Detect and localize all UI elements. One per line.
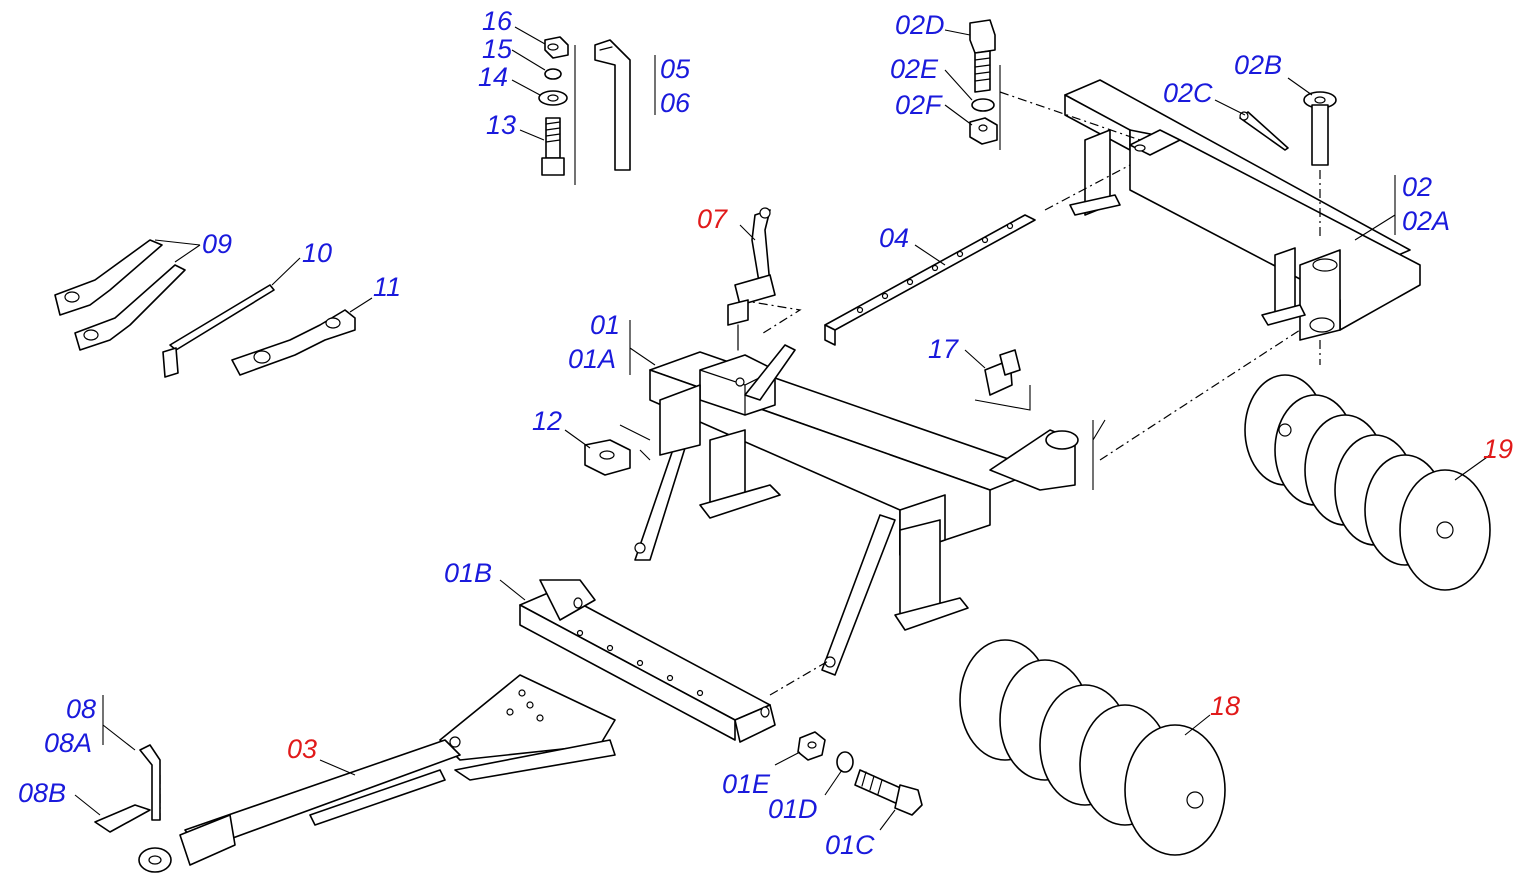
crank-10 [162, 284, 275, 378]
plate-11 [231, 309, 356, 376]
drawbar-01B [519, 579, 776, 743]
links-09 [54, 239, 186, 351]
washer-01D [836, 751, 854, 773]
label-08A: 08A [44, 728, 92, 758]
label-02C: 02C [1163, 78, 1213, 108]
label-04: 04 [879, 223, 909, 253]
bolt-01C [854, 769, 923, 816]
disc-gang-18 [959, 639, 1226, 856]
hardware-stack-13-16 [538, 36, 569, 176]
label-08B: 08B [18, 778, 66, 808]
drawbar-01B-holes [576, 629, 704, 697]
label-09: 09 [202, 229, 232, 259]
bolt-stack-02D-02F [969, 19, 998, 145]
label-16: 16 [482, 6, 513, 36]
label-18: 18 [1210, 691, 1240, 721]
label-13: 13 [486, 110, 516, 140]
label-07: 07 [697, 204, 728, 234]
label-11: 11 [373, 272, 401, 302]
label-01: 01 [590, 310, 620, 340]
label-06: 06 [660, 88, 691, 118]
tongue-03 [138, 674, 616, 873]
label-01D: 01D [768, 794, 818, 824]
label-03: 03 [287, 734, 317, 764]
clip-08B [94, 804, 151, 833]
label-14: 14 [478, 62, 508, 92]
label-19: 19 [1483, 434, 1513, 464]
label-01C: 01C [825, 830, 875, 860]
label-12: 12 [532, 406, 562, 436]
cotter-pin-02C [1239, 111, 1289, 151]
rear-frame-02 [1064, 79, 1421, 341]
label-10: 10 [302, 238, 332, 268]
label-02E: 02E [890, 54, 939, 84]
label-01E: 01E [722, 769, 771, 799]
bar-04-holes [856, 222, 1014, 314]
label-02A: 02A [1402, 206, 1450, 236]
lever-07 [727, 207, 776, 351]
bar-04 [824, 214, 1036, 346]
pin-02B [1303, 91, 1337, 166]
label-02D: 02D [895, 10, 945, 40]
label-01A: 01A [568, 344, 616, 374]
label-17: 17 [928, 334, 959, 364]
strap-05-06 [574, 39, 656, 185]
label-02B: 02B [1234, 50, 1282, 80]
grease-fitting-17 [984, 349, 1021, 396]
label-05: 05 [660, 54, 691, 84]
label-08: 08 [66, 694, 96, 724]
label-02F: 02F [895, 90, 943, 120]
nut-01E [797, 731, 826, 761]
pin-08 [139, 744, 161, 821]
tongue-03-holes [449, 689, 544, 748]
label-15: 15 [482, 34, 513, 64]
label-01B: 01B [444, 558, 492, 588]
assembly-center-lines [159, 65, 1321, 820]
leader-lines [74, 26, 1491, 831]
callout-labels: 16 15 14 13 05 06 02D 02E 02F 02B 02C 02… [18, 6, 1513, 860]
disc-gang-19 [1244, 374, 1491, 591]
label-02: 02 [1402, 172, 1432, 202]
main-frame-01 [634, 344, 1079, 676]
clip-12 [584, 424, 651, 476]
